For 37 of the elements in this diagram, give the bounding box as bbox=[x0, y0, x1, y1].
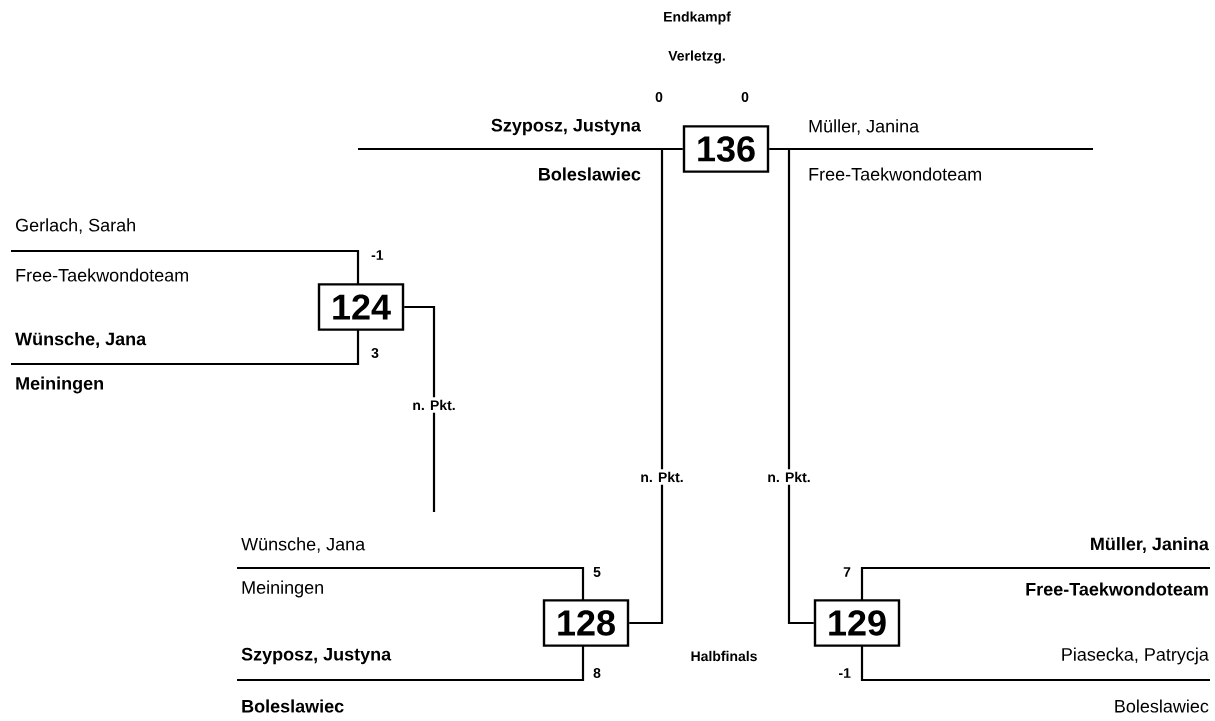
match-number-box: 124 bbox=[317, 283, 405, 331]
competitor-label: Boleslawiec bbox=[539, 167, 641, 181]
competitor-label: Free-Taekwondoteam bbox=[809, 167, 981, 181]
competitor-label: Boleslawiec bbox=[1115, 699, 1209, 713]
competitor-label: Meiningen bbox=[16, 376, 103, 394]
score-label: 5 bbox=[593, 567, 601, 577]
score-label: 0 bbox=[741, 92, 749, 102]
edge-label: n. Pkt. bbox=[637, 469, 687, 485]
bracket-connector bbox=[769, 147, 814, 625]
edge-label: n. Pkt. bbox=[764, 469, 814, 485]
competitor-label: Müller, Janina bbox=[809, 119, 920, 135]
competitor-label: Wünsche, Jana bbox=[241, 537, 366, 553]
competitor-label: Free-Taekwondoteam bbox=[16, 268, 188, 282]
match-number-box: 129 bbox=[813, 599, 901, 647]
competitor-label: Szyposz, Justyna bbox=[491, 118, 641, 136]
competitor-label: Wünsche, Jana bbox=[15, 332, 147, 348]
score-label: 0 bbox=[655, 92, 663, 102]
bracket-connector bbox=[404, 305, 436, 512]
bracket-connector bbox=[629, 147, 683, 625]
match-number-box: 136 bbox=[682, 125, 770, 173]
score-label: Endkampf bbox=[664, 11, 731, 25]
competitor-label: Piasecka, Patrycja bbox=[1062, 647, 1209, 665]
score-label: Verletzg. bbox=[668, 50, 725, 64]
score-label: 7 bbox=[843, 567, 851, 577]
match-number-box: 128 bbox=[542, 599, 630, 647]
competitor-label: Müller, Janina bbox=[1091, 537, 1209, 553]
score-label: -1 bbox=[371, 250, 384, 260]
edge-label: n. Pkt. bbox=[409, 397, 459, 413]
score-label: Halbfinals bbox=[691, 650, 757, 662]
competitor-label: Gerlach, Sarah bbox=[16, 218, 135, 234]
competitor-label: Free-Taekwondoteam bbox=[1026, 582, 1208, 596]
competitor-label: Szyposz, Justyna bbox=[241, 647, 392, 665]
score-label: 3 bbox=[371, 348, 379, 358]
competitor-label: Boleslawiec bbox=[242, 699, 344, 713]
competitor-label: Meiningen bbox=[242, 580, 323, 598]
score-label: -1 bbox=[839, 668, 851, 678]
score-label: 8 bbox=[593, 668, 601, 678]
